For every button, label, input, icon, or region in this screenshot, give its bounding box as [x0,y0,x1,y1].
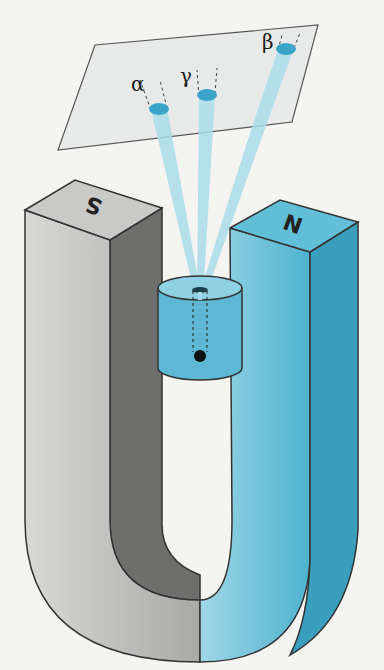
beam-origin [198,292,202,300]
alpha-label: α [131,74,145,94]
magnet-inner-face [110,208,200,600]
magnet-side-face [290,222,358,655]
magnet-south-pole [25,180,162,240]
alpha-spot [149,103,169,115]
gamma-label: γ [180,66,192,86]
lead-container [158,288,242,380]
beta-beam [198,48,294,300]
beam-edges [140,33,300,110]
magnet-north-pole [230,200,358,252]
beta-spot [276,43,296,55]
alpha-beam [151,108,202,300]
beta-label: β [262,32,274,52]
magnet-south-arm [25,210,200,662]
gamma-spot [197,89,217,101]
channel-lines [193,291,207,352]
radioactive-source [194,350,206,362]
container-top [158,276,242,300]
